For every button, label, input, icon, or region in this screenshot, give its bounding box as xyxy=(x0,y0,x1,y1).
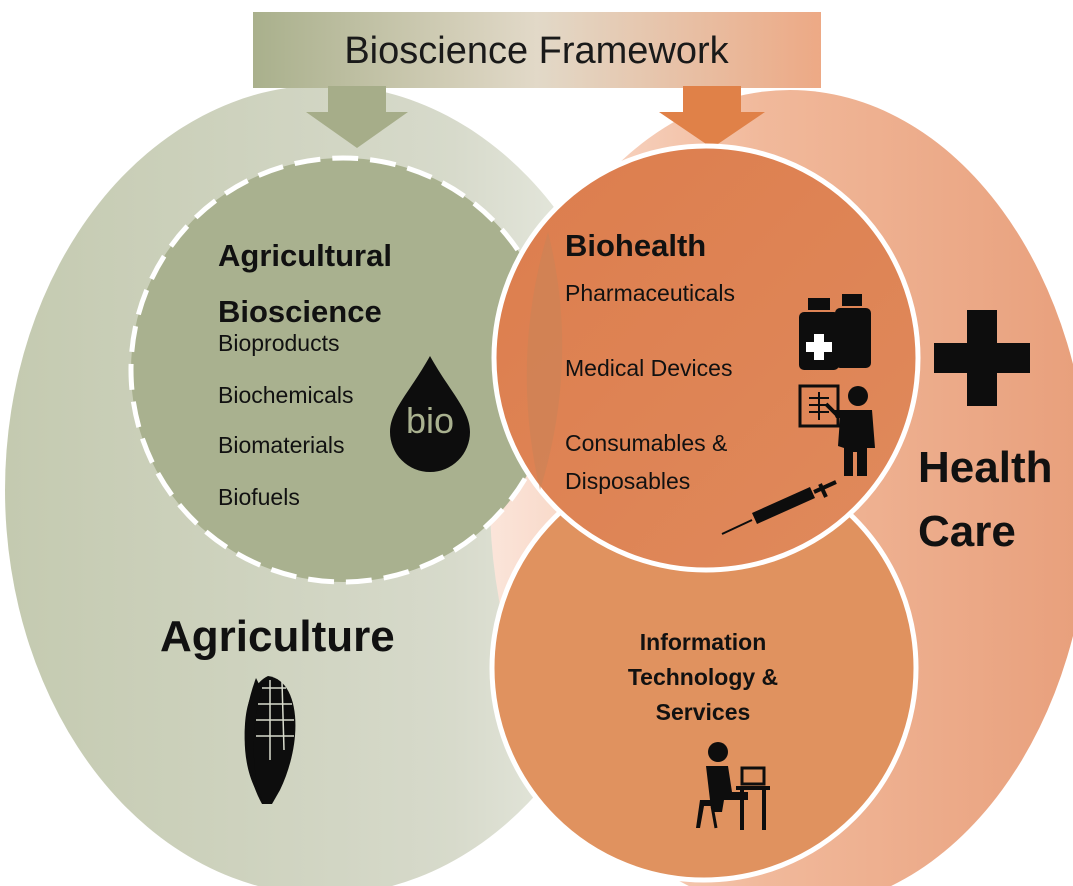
it-label-line2: Technology & xyxy=(627,664,779,690)
health-arrow xyxy=(659,86,765,148)
bio-badge-label: bio xyxy=(405,400,455,441)
health-care-label: Health Care xyxy=(918,436,1052,564)
list-item-biomaterials: Biomaterials xyxy=(218,432,345,458)
list-item-medical-devices: Medical Devices xyxy=(565,355,733,381)
health-cross-icon xyxy=(934,310,1030,406)
biohealth-heading: Biohealth xyxy=(565,228,707,263)
agricultural-bioscience-circle xyxy=(128,155,558,585)
biohealth-circle xyxy=(491,143,921,573)
framework-title: Bioscience Framework xyxy=(344,30,729,72)
list-item-disposables: Disposables xyxy=(565,468,691,494)
list-item-biochemicals: Biochemicals xyxy=(218,382,354,408)
information-technology-label: Information Technology & Services xyxy=(603,625,803,730)
title-banner xyxy=(253,12,821,88)
list-item-biofuels: Biofuels xyxy=(218,484,300,510)
person-laptop-icon xyxy=(696,742,770,830)
corn-icon xyxy=(244,676,296,804)
xray-doctor-icon xyxy=(798,384,875,476)
it-label-line1: Information xyxy=(639,629,767,655)
health-care-label-line2: Care xyxy=(918,507,1016,556)
agriculture-arrow xyxy=(306,86,408,148)
agricultural-bioscience-heading: Agricultural Bioscience xyxy=(218,228,392,340)
it-label-line3: Services xyxy=(655,699,751,725)
health-care-label-line1: Health xyxy=(918,443,1053,492)
medicine-bottles-icon xyxy=(799,294,871,370)
agriculture-label: Agriculture xyxy=(160,612,395,661)
overlap-region xyxy=(526,232,563,490)
agricultural-bioscience-heading-line2: Bioscience xyxy=(218,294,382,329)
list-item-bioproducts: Bioproducts xyxy=(218,330,340,356)
list-item-pharmaceuticals: Pharmaceuticals xyxy=(565,280,736,306)
syringe-icon xyxy=(721,480,837,535)
agricultural-bioscience-heading-line1: Agricultural xyxy=(218,238,392,273)
bio-drop-icon xyxy=(390,356,470,472)
list-item-consumables: Consumables & xyxy=(565,430,728,456)
